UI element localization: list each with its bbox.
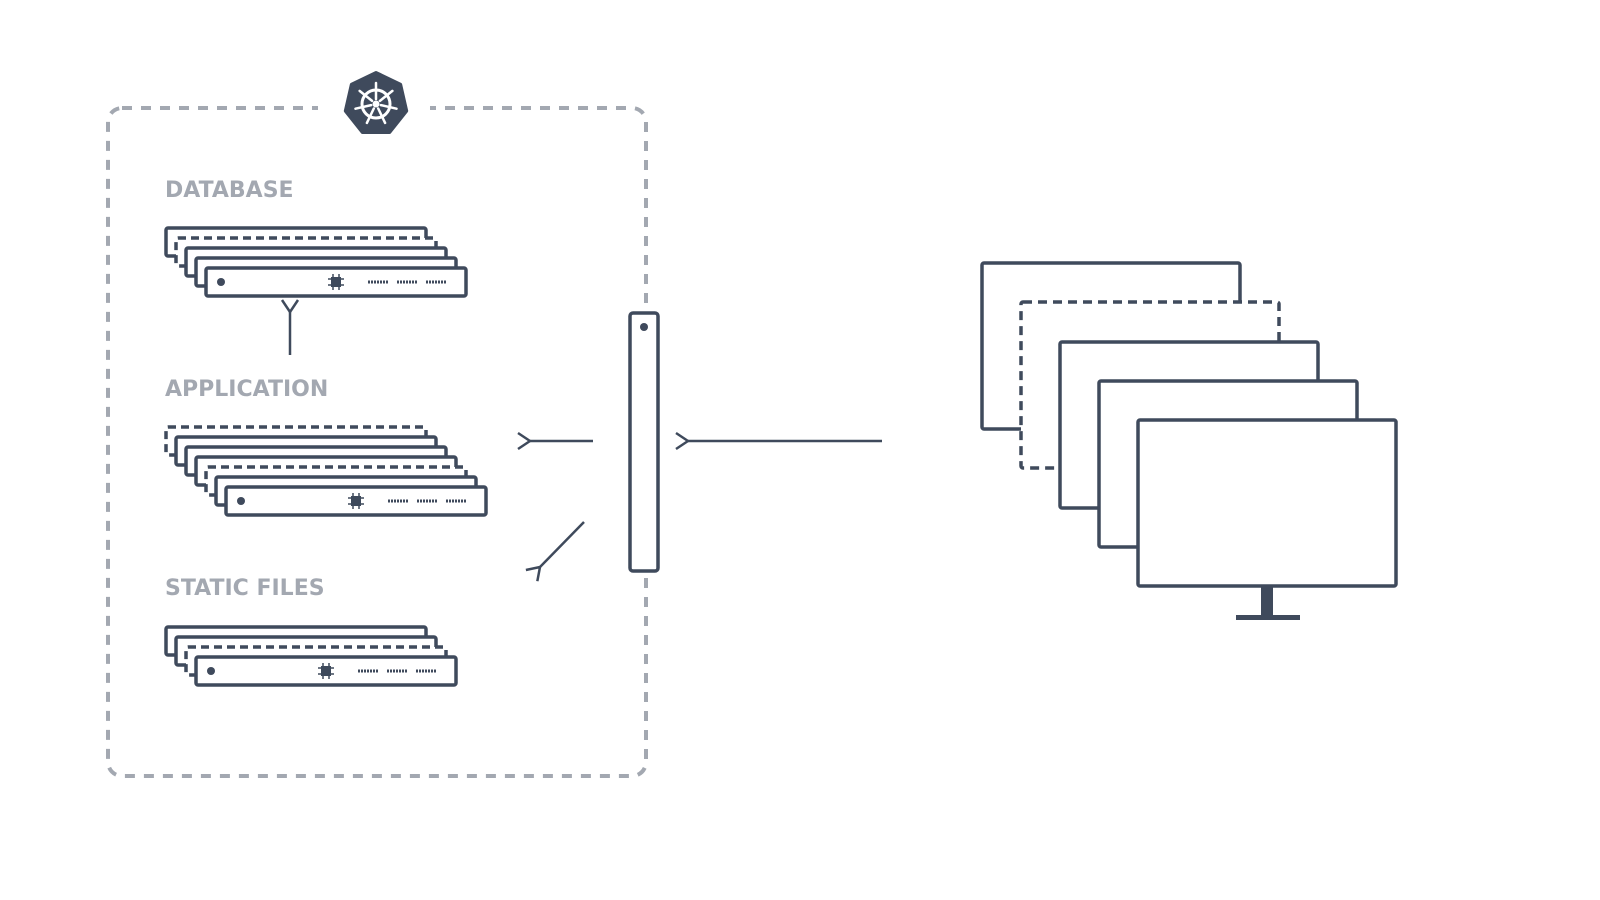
application-server-stack <box>164 425 488 517</box>
load-balancer-icon <box>628 311 660 573</box>
section-label-database: DATABASE <box>165 178 294 203</box>
section-label-application: APPLICATION <box>165 377 328 402</box>
desktop-monitor-icon <box>1136 418 1398 620</box>
client-monitors <box>980 261 1398 620</box>
arrow-lb-to-static-files <box>540 521 585 567</box>
section-label-static-files: STATIC FILES <box>165 576 325 601</box>
kubernetes-helm-icon <box>343 71 409 134</box>
database-server-stack <box>164 226 468 298</box>
static-files-server-stack <box>164 625 458 687</box>
